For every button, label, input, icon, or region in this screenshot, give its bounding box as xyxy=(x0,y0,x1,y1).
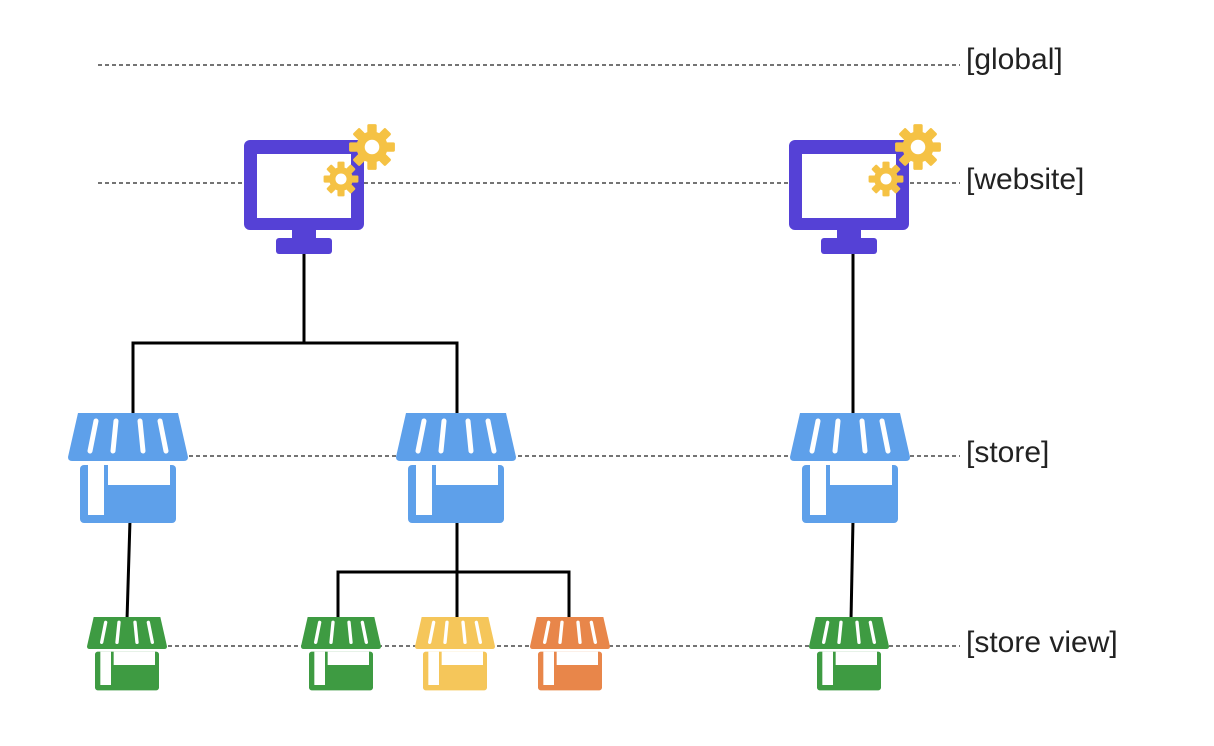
global-scope-label: [global] xyxy=(966,43,1063,76)
store-view-5-storefront-icon xyxy=(809,617,889,691)
store-view-1-storefront-icon xyxy=(87,617,167,691)
website-1-monitor-icon xyxy=(244,140,364,254)
store-1-storefront-icon xyxy=(68,413,188,523)
website-scope-label: [website] xyxy=(966,163,1085,196)
hierarchy-connectors xyxy=(125,253,855,622)
store-view-4-storefront-icon xyxy=(530,617,610,691)
store-view-3-storefront-icon xyxy=(415,617,495,691)
store-view-scope-label: [store view] xyxy=(966,626,1118,659)
store-scope-label: [store] xyxy=(966,436,1050,469)
website-2-monitor-icon xyxy=(789,140,909,254)
store-view-2-storefront-icon xyxy=(301,617,381,691)
scope-guide-lines xyxy=(98,64,960,647)
store-3-storefront-icon xyxy=(790,413,910,523)
store-2-storefront-icon xyxy=(396,413,516,523)
